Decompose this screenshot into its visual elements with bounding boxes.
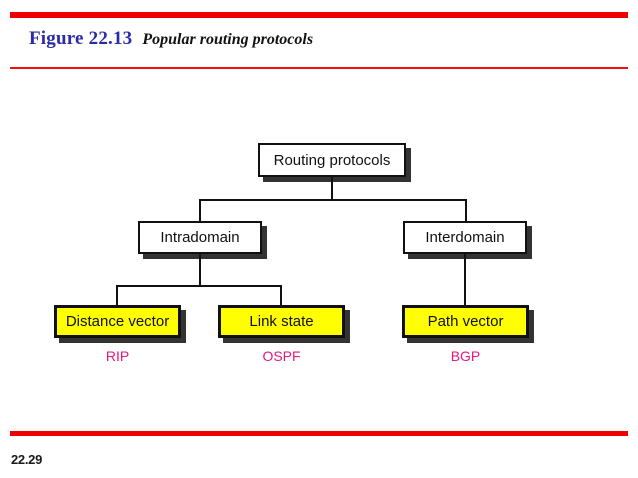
node-distance-vector-label: Distance vector [65, 313, 170, 330]
figure-title-row: Figure 22.13 Popular routing protocols [29, 28, 313, 50]
connector-drop-distance-vector [116, 285, 118, 306]
node-interdomain[interactable]: Interdomain [403, 221, 527, 254]
top-red-rule [10, 12, 628, 18]
node-intradomain-label: Intradomain [160, 229, 240, 246]
protocol-label-ospf: OSPF [262, 348, 301, 364]
node-path-vector-label: Path vector [427, 313, 504, 330]
connector-drop-link-state [280, 285, 282, 306]
node-intradomain[interactable]: Intradomain [138, 221, 262, 254]
connector-drop-intradomain [199, 199, 201, 221]
footer-red-rule [10, 431, 628, 436]
connector-intradomain-stem [199, 254, 201, 287]
node-distance-vector[interactable]: Distance vector [54, 305, 181, 338]
connector-drop-interdomain [465, 199, 467, 221]
node-link-state[interactable]: Link state [218, 305, 345, 338]
node-routing-protocols[interactable]: Routing protocols [258, 143, 406, 177]
connector-level2-bus [116, 285, 282, 287]
connector-level1-bus [199, 199, 467, 201]
protocol-label-bgp: BGP [450, 348, 481, 364]
node-path-vector[interactable]: Path vector [402, 305, 529, 338]
node-routing-protocols-label: Routing protocols [273, 151, 391, 169]
protocol-label-rip: RIP [105, 348, 130, 364]
figure-label: Figure 22.13 [29, 28, 133, 49]
node-link-state-label: Link state [249, 313, 314, 330]
slide-number: 22.29 [11, 452, 43, 467]
title-underline-rule [10, 67, 628, 69]
node-interdomain-label: Interdomain [425, 229, 505, 246]
connector-root-stem [331, 177, 333, 201]
connector-interdomain-stem [464, 254, 466, 306]
figure-caption: Popular routing protocols [142, 31, 314, 48]
